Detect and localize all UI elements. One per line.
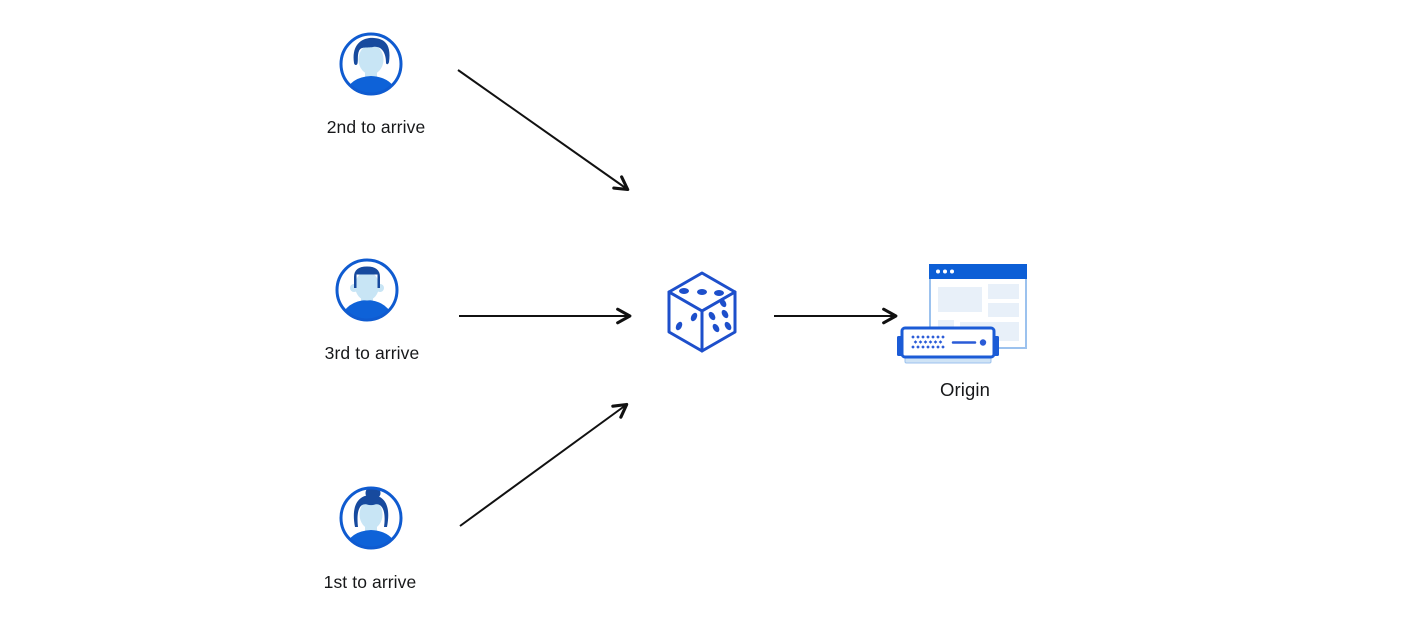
- dice-icon: [667, 271, 737, 353]
- origin-browser-server-icon: [897, 264, 1027, 364]
- edge-user-second-to-dice: [457, 69, 630, 192]
- user-avatar-male-flat-hair-icon: [335, 258, 399, 322]
- edge-user-first-to-dice: [459, 402, 629, 527]
- node-label-origin: Origin: [940, 379, 990, 400]
- node-label-user-third: 3rd to arrive: [324, 343, 420, 363]
- node-label-user-second: 2nd to arrive: [326, 117, 426, 137]
- user-avatar-male-swept-hair-icon: [339, 32, 403, 96]
- node-label-user-first: 1st to arrive: [323, 572, 417, 592]
- user-avatar-female-bun-icon: [339, 486, 403, 550]
